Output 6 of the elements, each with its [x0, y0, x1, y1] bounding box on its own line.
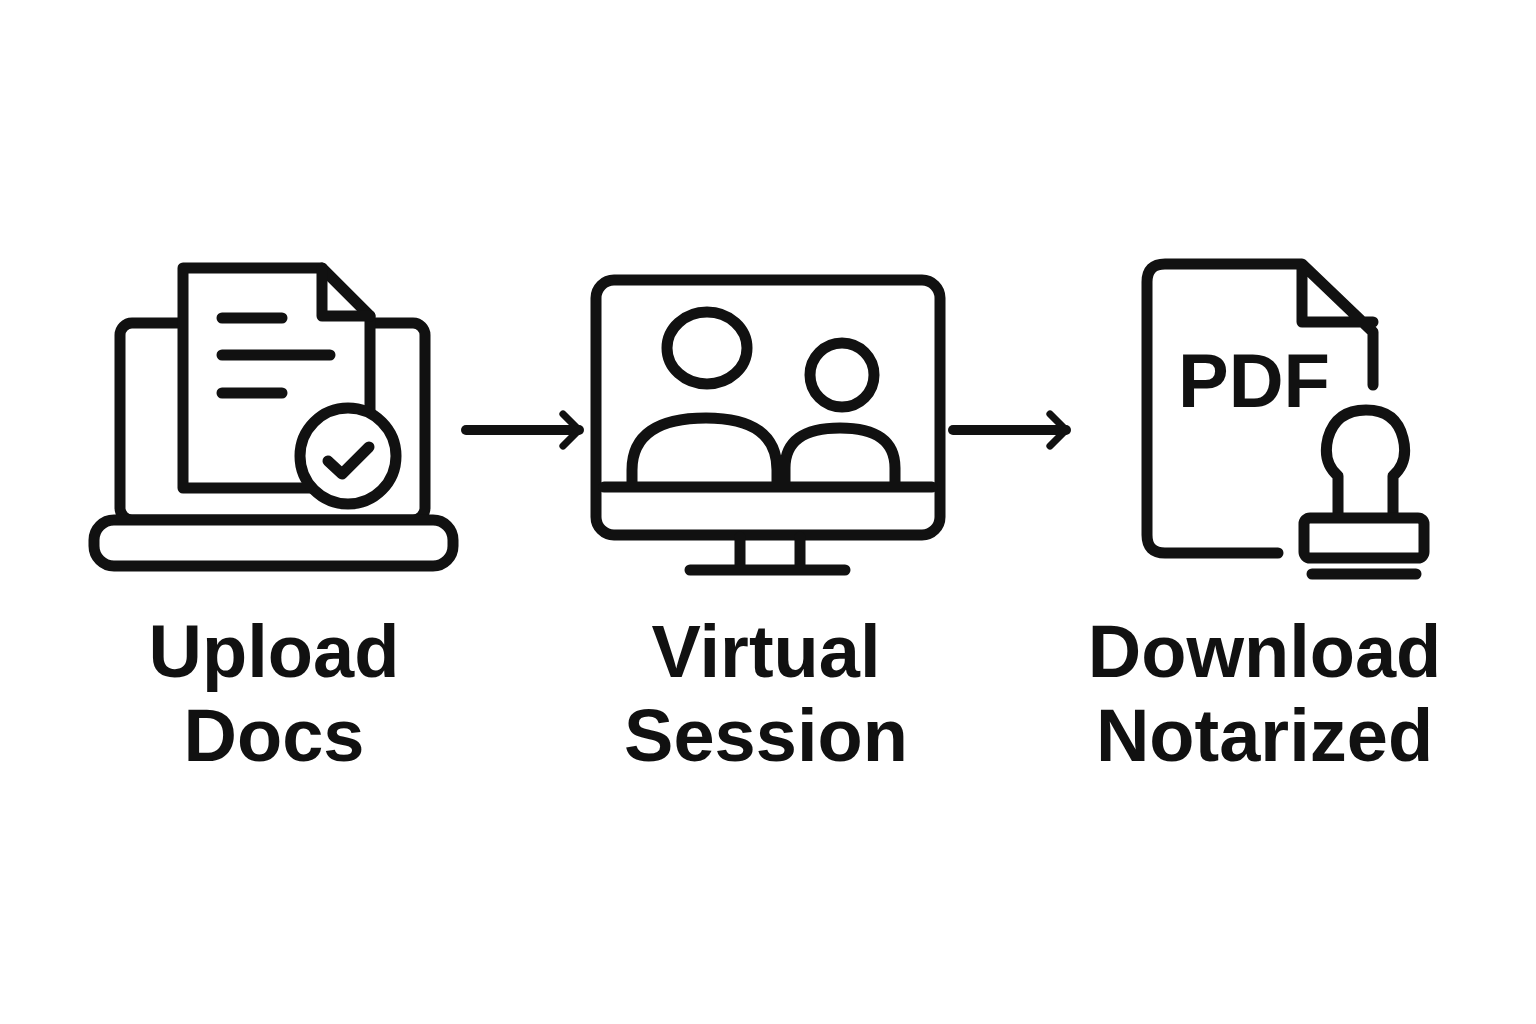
- step-label: Download Notarized: [1086, 610, 1443, 779]
- step-label: Upload Docs: [147, 610, 401, 779]
- file-type-label: PDF: [1178, 343, 1330, 419]
- arrow: [461, 410, 584, 450]
- arrow: [948, 410, 1071, 450]
- step-label: Virtual Session: [623, 610, 909, 779]
